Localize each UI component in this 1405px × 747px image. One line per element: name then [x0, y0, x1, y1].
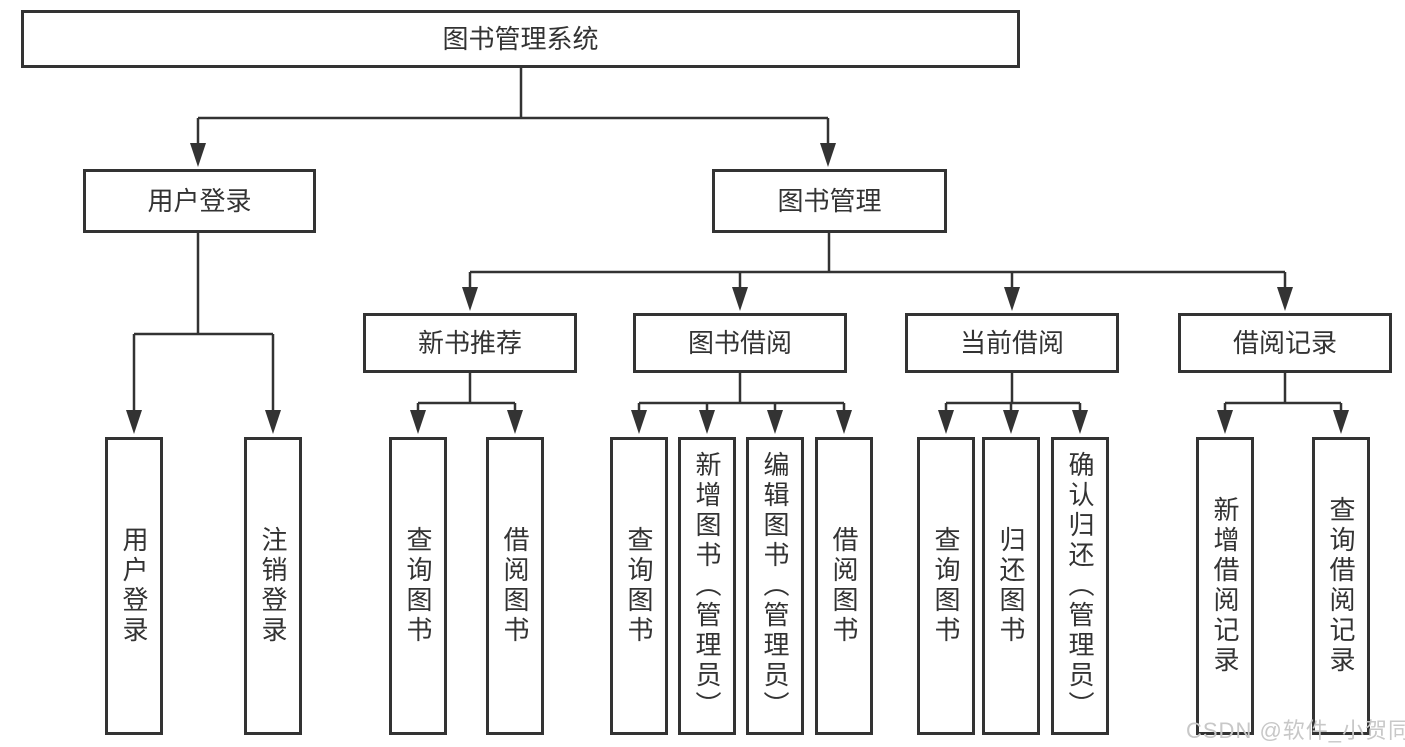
leaf-borrow-books-1: 借阅图书	[486, 437, 544, 735]
leaf-return-books: 归还图书	[982, 437, 1040, 735]
leaf-add-borrow-record-label: 新增借阅记录	[1210, 496, 1240, 676]
node-root-system: 图书管理系统	[21, 10, 1020, 68]
leaf-add-books-admin-label: 新增图书（管理员）	[692, 451, 722, 721]
leaf-return-books-label: 归还图书	[996, 526, 1026, 646]
node-borrowing-records: 借阅记录	[1178, 313, 1392, 373]
leaf-query-borrow-record: 查询借阅记录	[1312, 437, 1370, 735]
node-root-label: 图书管理系统	[442, 24, 599, 54]
node-book-borrowing-label: 图书借阅	[687, 328, 792, 358]
leaf-add-books-admin: 新增图书（管理员）	[678, 437, 736, 735]
leaf-edit-books-admin-label: 编辑图书（管理员）	[760, 451, 790, 721]
node-book-management: 图书管理	[712, 169, 947, 233]
leaf-borrow-books-2: 借阅图书	[815, 437, 873, 735]
leaf-query-books-1: 查询图书	[389, 437, 447, 735]
node-user-login: 用户登录	[83, 169, 316, 233]
leaf-query-books-3: 查询图书	[917, 437, 975, 735]
node-book-borrowing: 图书借阅	[633, 313, 847, 373]
leaf-query-books-2: 查询图书	[610, 437, 668, 735]
leaf-logout: 注销登录	[244, 437, 302, 735]
csdn-watermark: CSDN @软件_小贺同学	[1186, 718, 1405, 743]
node-user-login-label: 用户登录	[147, 186, 252, 216]
leaf-query-books-1-label: 查询图书	[403, 526, 433, 646]
node-current-borrowing-label: 当前借阅	[959, 328, 1064, 358]
node-new-book-recommend-label: 新书推荐	[417, 328, 522, 358]
leaf-confirm-return-admin: 确认归还（管理员）	[1051, 437, 1109, 735]
leaf-add-borrow-record: 新增借阅记录	[1196, 437, 1254, 735]
leaf-logout-label: 注销登录	[258, 526, 288, 646]
leaf-query-books-2-label: 查询图书	[624, 526, 654, 646]
leaf-query-borrow-record-label: 查询借阅记录	[1326, 496, 1356, 676]
leaf-borrow-books-1-label: 借阅图书	[500, 526, 530, 646]
node-current-borrowing: 当前借阅	[905, 313, 1119, 373]
leaf-borrow-books-2-label: 借阅图书	[829, 526, 859, 646]
node-new-book-recommend: 新书推荐	[363, 313, 577, 373]
leaf-query-books-3-label: 查询图书	[931, 526, 961, 646]
leaf-edit-books-admin: 编辑图书（管理员）	[746, 437, 804, 735]
leaf-user-login: 用户登录	[105, 437, 163, 735]
leaf-user-login-label: 用户登录	[119, 526, 149, 646]
node-book-management-label: 图书管理	[777, 186, 882, 216]
node-borrowing-records-label: 借阅记录	[1232, 328, 1337, 358]
leaf-confirm-return-admin-label: 确认归还（管理员）	[1065, 451, 1095, 721]
